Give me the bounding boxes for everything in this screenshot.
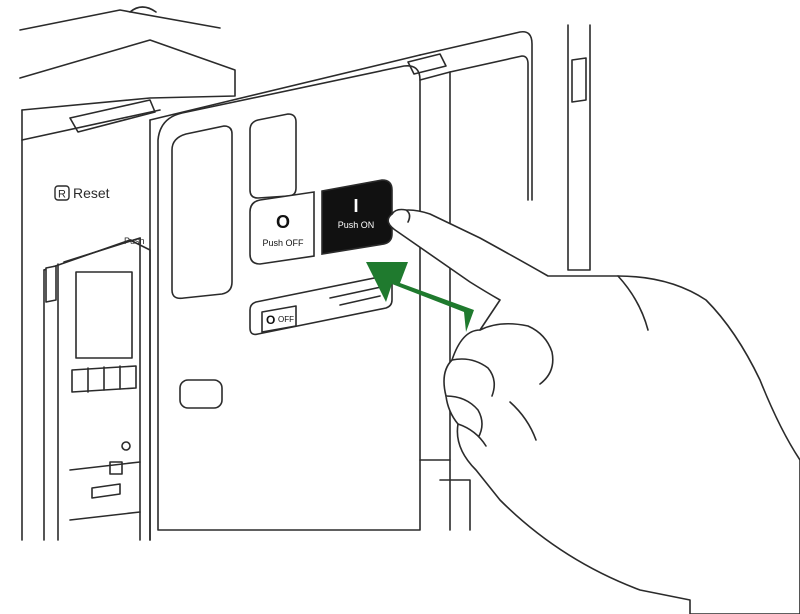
push-on-button[interactable]: I Push ON bbox=[321, 179, 393, 255]
push-on-label: Push ON bbox=[338, 220, 375, 230]
off-indicator bbox=[249, 275, 393, 336]
push-off-label: Push OFF bbox=[262, 238, 304, 248]
hand-icon bbox=[387, 208, 800, 614]
indicator-label: OFF bbox=[278, 315, 294, 324]
breaker-body bbox=[21, 54, 421, 541]
reset-text: Reset bbox=[73, 185, 110, 201]
housing-top bbox=[19, 6, 236, 141]
reset-letter: R bbox=[58, 189, 66, 201]
front-panel bbox=[157, 64, 421, 531]
push-tab-label: Push bbox=[124, 236, 145, 246]
arrow-icon bbox=[366, 262, 474, 332]
reset-label: R Reset bbox=[54, 185, 110, 201]
push-off-button[interactable]: O Push OFF bbox=[249, 191, 315, 265]
push-on-symbol: I bbox=[353, 196, 358, 216]
indicator-symbol: O bbox=[266, 313, 275, 327]
reset-badge-icon bbox=[54, 185, 70, 201]
right-enclosure bbox=[407, 24, 591, 531]
trip-unit bbox=[43, 237, 151, 541]
push-off-symbol: O bbox=[276, 212, 290, 232]
